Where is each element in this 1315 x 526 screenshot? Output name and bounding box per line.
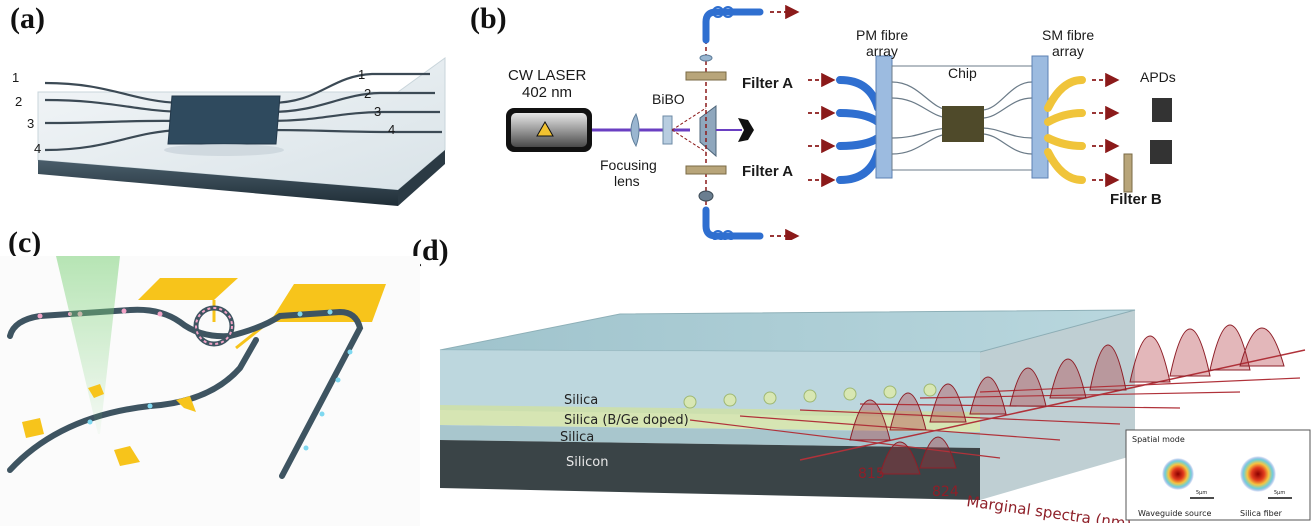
right-port-4: 4 — [388, 122, 395, 137]
spectra-axis-label: Marginal spectra (nm) — [965, 492, 1132, 523]
slab-side — [38, 160, 398, 206]
layer-silica-bottom: Silica — [560, 430, 594, 445]
pm-array-label-2: array — [866, 43, 898, 59]
fibre-bottom — [702, 206, 764, 240]
panel-c-ring-illustration — [0, 256, 420, 526]
chip-core — [942, 106, 984, 142]
apd-detector-1 — [1152, 98, 1172, 122]
wafer-silica-lower — [440, 425, 980, 448]
apds-label: APDs — [1140, 69, 1176, 85]
central-chip — [167, 95, 281, 145]
wafer-silica-upper — [440, 350, 980, 418]
tick-815: 815 — [858, 466, 885, 482]
laser-label: CW LASER — [508, 67, 587, 84]
panel-b-label: (b) — [470, 2, 507, 35]
left-port-4: 4 — [34, 141, 41, 156]
chip-label: Chip — [948, 65, 977, 81]
slab-back — [38, 58, 445, 92]
wafer-silicon — [440, 440, 980, 500]
tick-824: 824 — [932, 484, 959, 500]
right-port-2: 2 — [364, 86, 371, 101]
electrode-pad-1 — [138, 278, 238, 300]
left-port-1: 1 — [12, 70, 19, 85]
right-port-1: 1 — [358, 67, 365, 82]
inset-right-label: Silica fiber — [1240, 509, 1283, 518]
mode-silica-fiber — [1240, 456, 1276, 492]
laser-warning-icon — [536, 120, 554, 137]
input-arrows — [808, 72, 836, 188]
filter-b-label: Filter B — [1110, 191, 1162, 208]
lens-label-2: lens — [614, 173, 640, 189]
filter-a-top-label: Filter A — [742, 75, 793, 92]
prism — [699, 105, 717, 158]
fibre-top — [702, 8, 764, 44]
waveguide-array — [683, 383, 937, 409]
filter-b — [1123, 153, 1133, 193]
layer-silica-top: Silica — [564, 393, 598, 408]
filter-a-top — [685, 71, 727, 81]
filter-a-bottom — [685, 165, 727, 175]
filter-a-bottom-label: Filter A — [742, 163, 793, 180]
pump-laser-beam — [56, 256, 120, 434]
laser-wavelength: 402 nm — [522, 84, 572, 101]
beam-dump — [738, 118, 754, 142]
right-port-3: 3 — [374, 104, 381, 119]
gold-markers — [22, 384, 196, 466]
sm-array-label-2: array — [1052, 43, 1084, 59]
scale-left-label: 5μm — [1196, 490, 1207, 496]
lens-label: Focusing — [600, 157, 657, 173]
sm-fibre-array — [1031, 55, 1049, 179]
sm-fibres — [1044, 76, 1086, 184]
focusing-lens-icon — [630, 112, 640, 148]
output-arrows — [1092, 72, 1120, 188]
bibo-label: BiBO — [652, 91, 685, 107]
sm-array-label: SM fibre — [1042, 27, 1094, 43]
inset-left-label: Waveguide source — [1138, 509, 1212, 518]
emission-lines — [689, 349, 1306, 461]
left-port-3: 3 — [27, 116, 34, 131]
inset-title: Spatial mode — [1132, 435, 1185, 444]
wafer-side — [980, 310, 1135, 500]
blue-photons — [87, 309, 353, 451]
apd-detector-2 — [1150, 140, 1172, 164]
panel-a-chip-illustration: 1 2 3 4 1 2 3 4 — [12, 57, 446, 206]
slab-end — [398, 150, 445, 206]
layer-silicon: Silicon — [566, 455, 608, 470]
layer-silica-doped: Silica (B/Ge doped) — [564, 413, 689, 428]
spatial-mode-inset — [1125, 429, 1311, 521]
panel-c-label: (c) — [8, 226, 42, 259]
panel-b-setup-diagram: CW LASER 402 nm Focusing lens BiBO Filte… — [506, 4, 1176, 240]
panel-a-label: (a) — [10, 2, 45, 35]
scale-right-label: 5μm — [1274, 490, 1285, 496]
mode-waveguide-source — [1162, 458, 1194, 490]
left-port-2: 2 — [15, 94, 22, 109]
pm-array-label: PM fibre — [856, 27, 908, 43]
spectra-peaks — [849, 324, 1285, 475]
